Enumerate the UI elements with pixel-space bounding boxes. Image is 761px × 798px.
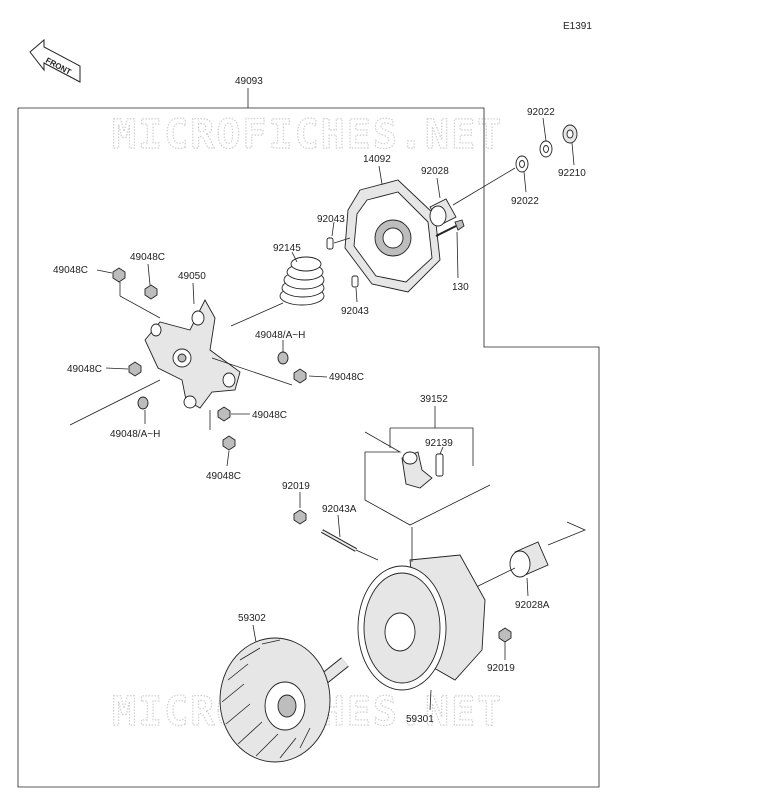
label-59302: 59302 [238, 613, 266, 624]
label-92028: 92028 [421, 166, 449, 177]
part-nut-49048c-5 [217, 406, 231, 422]
label-49048c-1: 49048C [53, 265, 88, 276]
part-pin-92139 [435, 453, 444, 477]
label-49048c-4: 49048C [67, 364, 102, 375]
watermark-top: MICROFICHES.NET [112, 112, 503, 158]
assembly-frame [17, 107, 600, 788]
label-49093: 49093 [235, 76, 263, 87]
part-spring-92145 [279, 256, 325, 306]
part-nut-92019-b [498, 627, 512, 643]
diagram-code: E1391 [563, 21, 592, 32]
part-pin-92043-b [351, 275, 359, 288]
label-92210: 92210 [558, 168, 586, 179]
label-49050: 49050 [178, 271, 206, 282]
label-92043A: 92043A [322, 504, 357, 515]
part-weight-49048ah-1 [277, 351, 289, 365]
label-49048c-2: 49048C [130, 252, 165, 263]
label-49048ah-2: 49048/A~H [110, 429, 160, 440]
part-nut-92210 [562, 124, 578, 144]
part-nut-92019-a [293, 509, 307, 525]
label-92028A: 92028A [515, 600, 550, 611]
part-bolt-130 [435, 219, 465, 237]
part-washer-92022-a [515, 155, 529, 173]
label-59301: 59301 [406, 714, 434, 725]
label-92022-a: 92022 [527, 107, 555, 118]
label-49048ah-1: 49048/A~H [255, 330, 305, 341]
part-fan-59302 [219, 637, 349, 763]
part-roller-39152 [401, 451, 433, 489]
part-spider-49050 [144, 299, 241, 409]
label-49048c-5: 49048C [252, 410, 287, 421]
part-nut-49048c-4 [128, 361, 142, 377]
label-130: 130 [452, 282, 469, 293]
label-92019-a: 92019 [282, 481, 310, 492]
roller-bracket [390, 427, 474, 466]
part-sheave-59301 [357, 554, 486, 691]
label-92043-a: 92043 [317, 214, 345, 225]
part-nut-49048c-3 [293, 368, 307, 384]
part-washer-92022-b [539, 140, 553, 158]
label-49048c-3: 49048C [329, 372, 364, 383]
part-shaft-92043a [321, 529, 357, 552]
part-bearing-92028 [429, 198, 457, 227]
part-nut-49048c-2 [144, 284, 158, 300]
part-pin-92043-a [326, 237, 334, 250]
label-92139: 92139 [425, 438, 453, 449]
label-92022-b: 92022 [511, 196, 539, 207]
part-nut-49048c-6 [222, 435, 236, 451]
label-14092: 14092 [363, 154, 391, 165]
label-92145: 92145 [273, 243, 301, 254]
label-49048c-6: 49048C [206, 471, 241, 482]
part-nut-49048c-1 [112, 267, 126, 283]
part-cover-14092 [344, 179, 441, 293]
label-92043-b: 92043 [341, 306, 369, 317]
part-weight-49048ah-2 [137, 396, 149, 410]
front-arrow-icon: FRONT [29, 38, 81, 83]
label-39152: 39152 [420, 394, 448, 405]
part-bearing-92028A [509, 541, 549, 578]
label-92019-b: 92019 [487, 663, 515, 674]
